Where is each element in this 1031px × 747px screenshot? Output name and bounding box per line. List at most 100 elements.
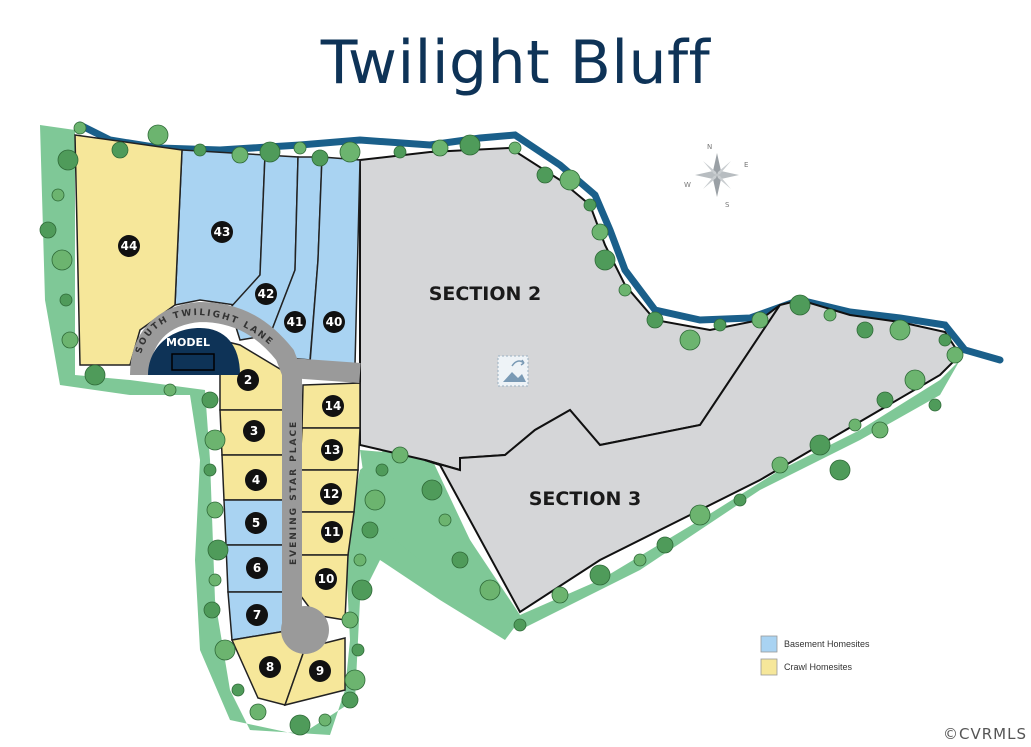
tree-icon — [339, 141, 361, 163]
lot-marker-circle — [246, 604, 268, 626]
lot-marker-circle — [237, 369, 259, 391]
tree-icon — [751, 311, 769, 329]
tree-icon — [829, 459, 851, 481]
tree-icon — [193, 143, 207, 157]
lot-marker-circle — [320, 483, 342, 505]
lot-42-marker[interactable]: 42 — [255, 283, 277, 305]
legend-basement-label: Basement Homesites — [784, 639, 870, 649]
tree-icon — [147, 124, 169, 146]
tree-icon — [809, 434, 831, 456]
tree-icon — [344, 669, 366, 691]
lot-2-marker[interactable]: 2 — [237, 369, 259, 391]
tree-icon — [289, 714, 311, 736]
tree-icon — [889, 319, 911, 341]
tree-icon — [341, 691, 359, 709]
lot-7-marker[interactable]: 7 — [246, 604, 268, 626]
copyright-notice: ©CVRMLS — [943, 725, 1027, 743]
lot-44-marker[interactable]: 44 — [118, 235, 140, 257]
lot-markers: 44 43 42 41 40 2 3 4 5 6 7 8 9 10 11 12 13 14 — [118, 221, 345, 682]
tree-icon — [771, 456, 789, 474]
tree-icon — [111, 141, 129, 159]
tree-icon — [876, 391, 894, 409]
tree-icon — [231, 683, 245, 697]
tree-icon — [311, 149, 329, 167]
lot-marker-circle — [321, 439, 343, 461]
tree-icon — [364, 489, 386, 511]
lot-number-label: 14 — [325, 399, 342, 413]
creek — [76, 121, 1004, 364]
lot-marker-circle — [322, 395, 344, 417]
lot-13-marker[interactable]: 13 — [321, 439, 343, 461]
lot-marker-circle — [315, 568, 337, 590]
tree-icon — [459, 134, 481, 156]
lot-number-label: 42 — [258, 287, 275, 301]
tree-icon — [208, 573, 222, 587]
lot-4-marker[interactable]: 4 — [245, 469, 267, 491]
lot-number-label: 7 — [253, 608, 261, 622]
tree-icon — [391, 446, 409, 464]
tree-icon — [84, 364, 106, 386]
lot-number-label: 6 — [253, 561, 261, 575]
cul-de-sac — [281, 606, 329, 654]
lot-9-marker[interactable]: 9 — [309, 660, 331, 682]
tree-icon — [341, 611, 359, 629]
tree-icon — [871, 421, 889, 439]
legend-crawl-swatch — [760, 658, 778, 676]
tree-icon — [789, 294, 811, 316]
tree-icon — [39, 221, 57, 239]
tree-icon — [61, 331, 79, 349]
tree-layer — [39, 121, 964, 736]
tree-icon — [713, 318, 727, 332]
lot-5-marker[interactable]: 5 — [245, 512, 267, 534]
lot-number-label: 10 — [318, 572, 335, 586]
lot-marker-circle — [309, 660, 331, 682]
tree-icon — [856, 321, 874, 339]
lot-marker-circle — [321, 521, 343, 543]
tree-icon — [59, 293, 73, 307]
tree-icon — [633, 553, 647, 567]
lot-marker-circle — [245, 469, 267, 491]
tree-icon — [393, 145, 407, 159]
tree-icon — [249, 703, 267, 721]
lot-43-marker[interactable]: 43 — [211, 221, 233, 243]
tree-icon — [431, 139, 449, 157]
tree-icon — [513, 618, 527, 632]
lot-marker-circle — [245, 512, 267, 534]
tree-icon — [201, 391, 219, 409]
tree-icon — [51, 188, 65, 202]
lot-12-marker[interactable]: 12 — [320, 483, 342, 505]
lot-40-marker[interactable]: 40 — [323, 311, 345, 333]
lot-3-marker[interactable]: 3 — [243, 420, 265, 442]
compass-w: W — [684, 181, 691, 189]
lot-11-marker[interactable]: 11 — [321, 521, 343, 543]
tree-icon — [207, 539, 229, 561]
tree-icon — [351, 643, 365, 657]
tree-icon — [479, 579, 501, 601]
tree-icon — [559, 169, 581, 191]
tree-icon — [375, 463, 389, 477]
tree-icon — [259, 141, 281, 163]
lot-8-marker[interactable]: 8 — [259, 656, 281, 678]
legend-crawl-label: Crawl Homesites — [784, 662, 853, 672]
tree-icon — [928, 398, 942, 412]
lot-10-marker[interactable]: 10 — [315, 568, 337, 590]
tree-icon — [508, 141, 522, 155]
tree-icon — [689, 504, 711, 526]
tree-icon — [51, 249, 73, 271]
evening-star-place-label: EVENING STAR PLACE — [289, 420, 299, 565]
tree-icon — [904, 369, 926, 391]
tree-icon — [204, 429, 226, 451]
tree-icon — [823, 308, 837, 322]
tree-icon — [318, 713, 332, 727]
tree-icon — [679, 329, 701, 351]
lot-41-marker[interactable]: 41 — [284, 311, 306, 333]
tree-icon — [73, 121, 87, 135]
tree-icon — [203, 463, 217, 477]
lot-6-marker[interactable]: 6 — [246, 557, 268, 579]
lot-number-label: 4 — [252, 473, 260, 487]
model-label: MODEL — [166, 336, 210, 349]
lot-14-marker[interactable]: 14 — [322, 395, 344, 417]
lot-marker-circle — [243, 420, 265, 442]
tree-icon — [733, 493, 747, 507]
